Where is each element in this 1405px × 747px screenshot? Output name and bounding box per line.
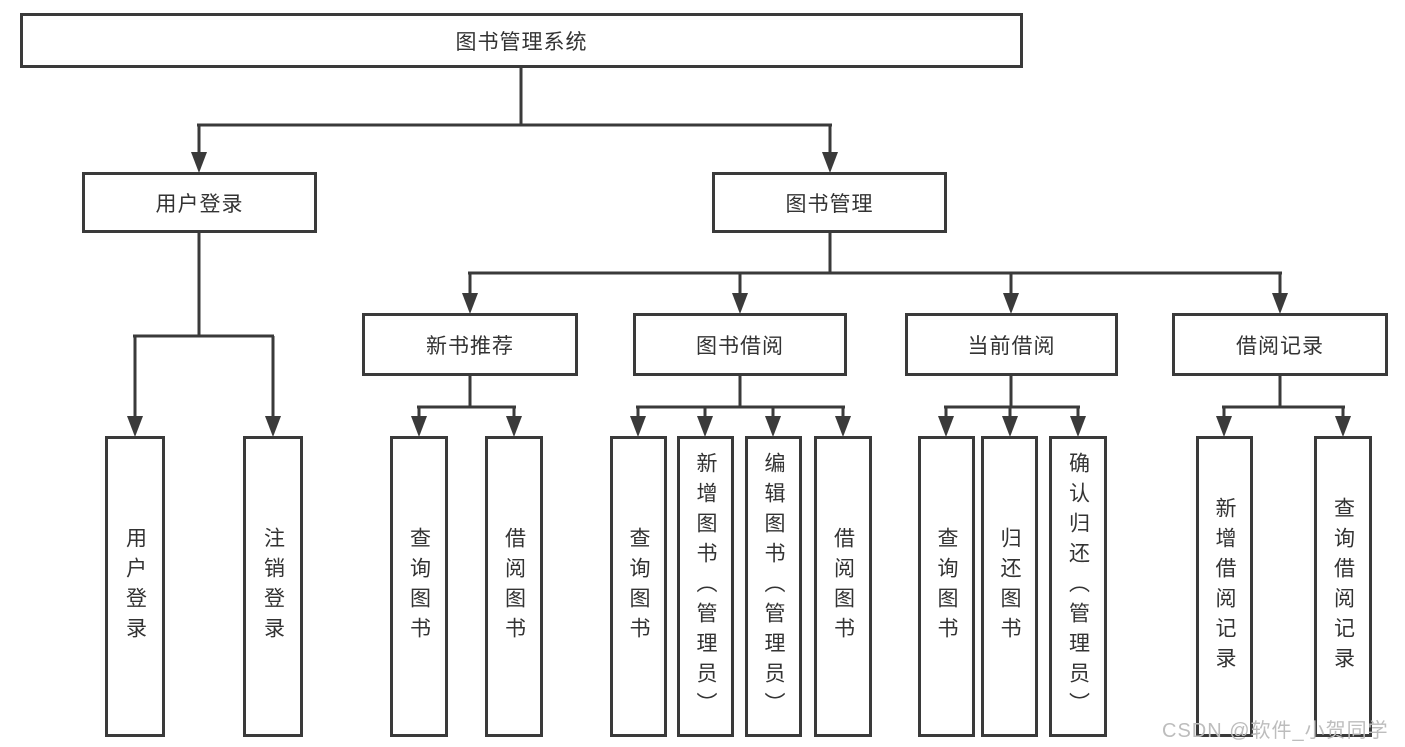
leaf-borrow-books-1: 借阅图书 [485, 436, 543, 737]
leaf-query-books-3: 查询图书 [918, 436, 975, 737]
connector-book-management-to-level3 [462, 233, 1288, 314]
connector-current-borrow-children [938, 376, 1086, 437]
leaf-query-books-1: 查询图书 [390, 436, 448, 737]
node-user-login: 用户登录 [82, 172, 317, 233]
connector-root-to-level2 [191, 68, 838, 173]
csdn-watermark: CSDN @软件_小贺同学 [1162, 720, 1389, 742]
connector-new-book-recommend-children [411, 376, 522, 437]
leaf-add-books-admin: 新增图书（管理员） [677, 436, 734, 737]
connector-borrow-record-children [1216, 376, 1351, 437]
node-borrow-record: 借阅记录 [1172, 313, 1388, 376]
leaf-return-books: 归还图书 [981, 436, 1038, 737]
leaf-logout: 注销登录 [243, 436, 303, 737]
leaf-user-login: 用户登录 [105, 436, 165, 737]
leaf-borrow-books-2: 借阅图书 [814, 436, 872, 737]
leaf-query-borrow-record: 查询借阅记录 [1314, 436, 1372, 737]
leaf-query-books-2: 查询图书 [610, 436, 667, 737]
connector-user-login-children [127, 233, 281, 437]
node-book-borrow: 图书借阅 [633, 313, 847, 376]
connector-book-borrow-children [630, 376, 851, 437]
leaf-edit-books-admin: 编辑图书（管理员） [745, 436, 802, 737]
node-new-book-recommend: 新书推荐 [362, 313, 578, 376]
node-book-management: 图书管理 [712, 172, 947, 233]
leaf-add-borrow-record: 新增借阅记录 [1196, 436, 1253, 737]
node-root-system: 图书管理系统 [20, 13, 1023, 68]
node-current-borrow: 当前借阅 [905, 313, 1118, 376]
leaf-confirm-return-admin: 确认归还（管理员） [1049, 436, 1107, 737]
